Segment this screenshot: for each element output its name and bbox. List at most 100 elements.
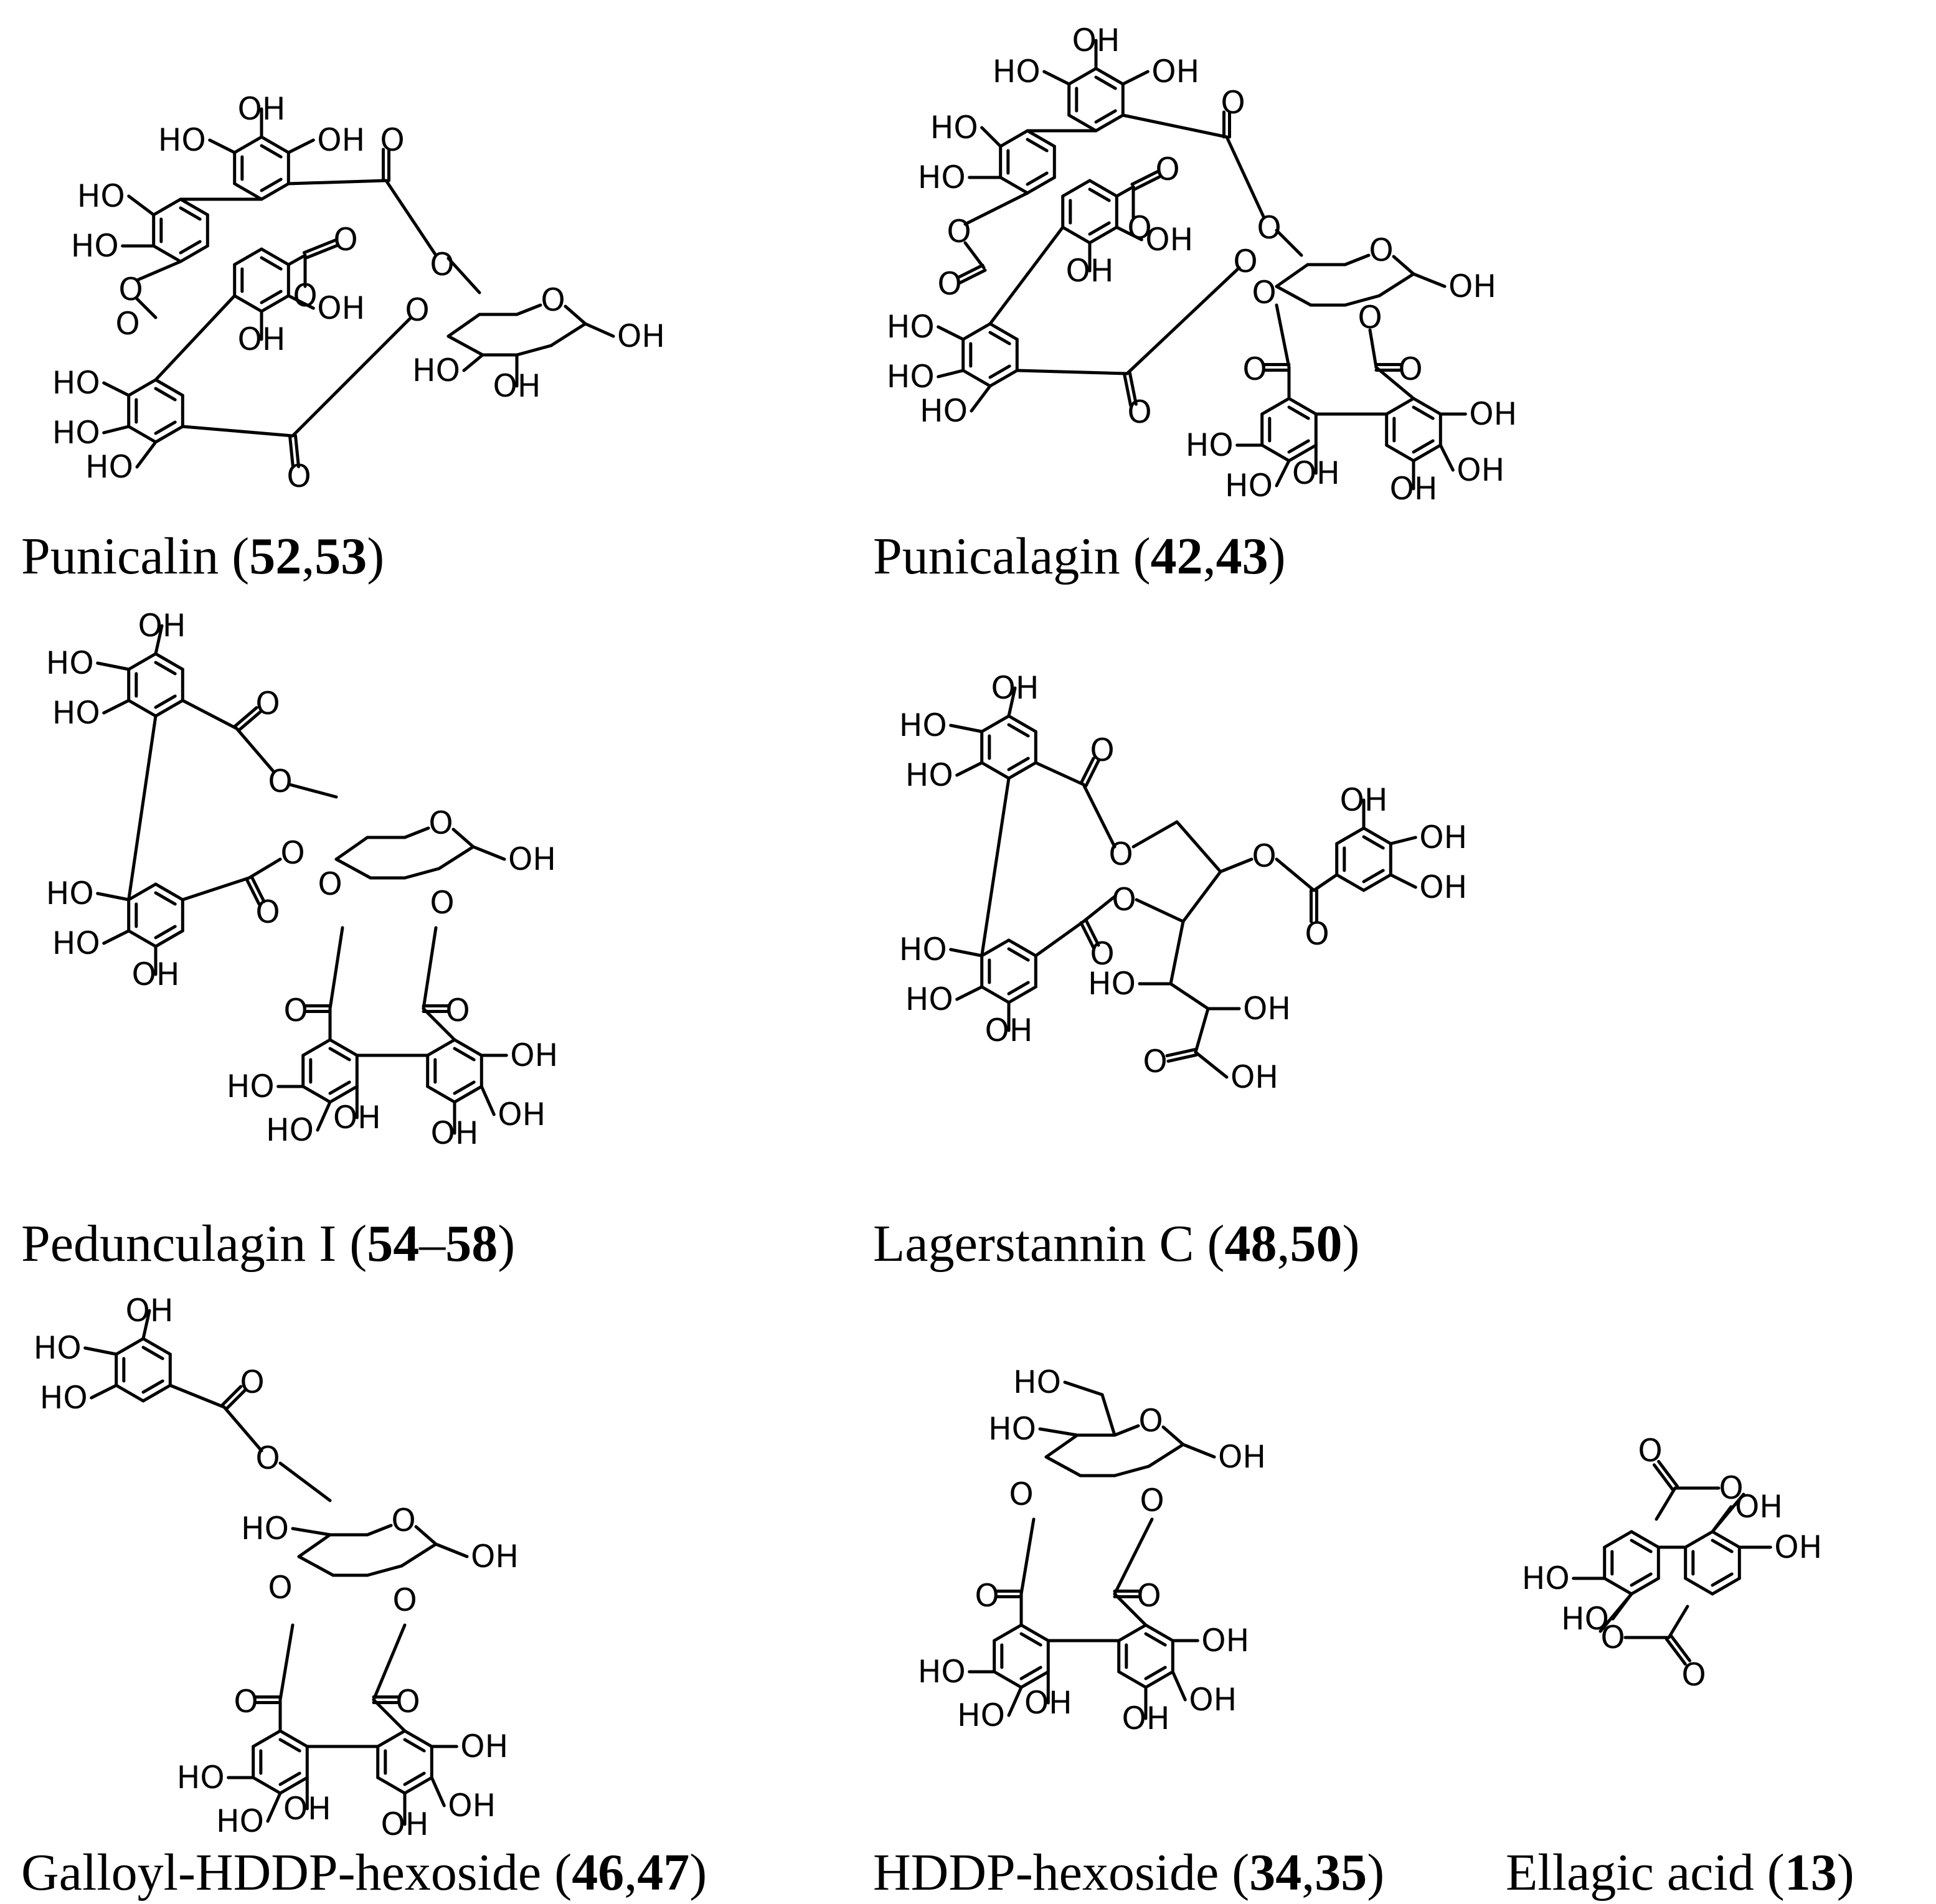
bond <box>446 313 481 338</box>
atom-label: O <box>1242 351 1267 387</box>
atom-label: HO <box>905 757 953 793</box>
atom-label: HO <box>227 1068 275 1105</box>
bond <box>403 867 441 880</box>
bond <box>278 1461 332 1502</box>
bond <box>154 882 184 902</box>
atom-label: OH <box>132 956 180 992</box>
bond <box>479 1085 496 1116</box>
atom-label: OH <box>1230 1059 1278 1095</box>
bond <box>291 316 413 438</box>
atom-label: OH <box>431 1115 479 1151</box>
bond <box>1034 761 1085 786</box>
bond <box>1015 369 1129 375</box>
bond <box>286 138 315 154</box>
bond <box>135 440 158 469</box>
ring-oxygen: O <box>1369 232 1393 268</box>
bond <box>993 1670 1023 1689</box>
atom-label: OH <box>317 290 365 326</box>
atom-label: OH <box>1735 1489 1783 1525</box>
atom-label: OH <box>1218 1439 1266 1475</box>
bond <box>1147 1443 1185 1468</box>
atom-label: O <box>1638 1433 1662 1469</box>
bond <box>564 304 587 326</box>
bond <box>102 425 131 435</box>
bond <box>1019 1670 1050 1689</box>
bond <box>1130 170 1159 186</box>
atom-label: OH <box>498 1096 545 1133</box>
bond <box>1135 898 1185 923</box>
atom-label: O <box>1681 1657 1706 1693</box>
bond <box>179 244 209 263</box>
bond <box>220 1385 243 1407</box>
bond <box>1667 1605 1689 1639</box>
bond <box>1094 113 1125 133</box>
bond <box>102 381 131 397</box>
bond <box>1019 1517 1036 1596</box>
bond <box>1034 920 1085 958</box>
atom-label: HO <box>918 1654 966 1690</box>
atom-label: HO <box>158 122 206 158</box>
bond <box>278 1738 301 1753</box>
bond <box>1630 1539 1653 1553</box>
bond <box>403 826 430 839</box>
bond <box>278 1729 309 1748</box>
bond <box>260 182 290 201</box>
atom-label: O <box>255 686 280 722</box>
ring-oxygen: O <box>541 282 565 318</box>
atom-label: HO <box>34 1330 82 1366</box>
bond <box>1385 397 1415 416</box>
atom-label: OH <box>1072 22 1120 59</box>
bond <box>1194 1050 1229 1079</box>
bond <box>250 875 266 903</box>
atom-label: HO <box>1088 966 1136 1002</box>
bond <box>96 892 131 902</box>
atom-label: HO <box>1013 1364 1061 1400</box>
bond <box>1094 109 1117 124</box>
atom-label: O <box>1155 151 1179 187</box>
atom-label: O <box>380 122 404 158</box>
atom-label: O <box>1252 275 1276 311</box>
bond <box>453 1085 483 1104</box>
atom-label: OH <box>508 841 556 877</box>
bond <box>1169 920 1185 986</box>
bond <box>1084 759 1100 788</box>
atom-label: OH <box>493 368 541 404</box>
bond <box>260 135 290 154</box>
caption-ellagic-acid: Ellagic acid (13) <box>1506 1844 1854 1902</box>
atom-label: O <box>268 1570 292 1606</box>
bond <box>286 294 315 310</box>
atom-label: HO <box>1225 468 1273 504</box>
bond <box>980 985 1011 1004</box>
bond <box>181 425 295 438</box>
bond <box>293 434 300 469</box>
bond <box>278 1623 295 1702</box>
bond <box>376 1776 407 1795</box>
bond <box>1412 443 1442 463</box>
bond <box>1019 1623 1050 1642</box>
atom-label: OH <box>1469 396 1517 432</box>
bond <box>1088 187 1111 202</box>
bond <box>430 1776 446 1807</box>
atom-label: OH <box>126 1293 174 1329</box>
bond <box>963 241 986 270</box>
bond <box>1044 1433 1079 1459</box>
bond <box>1711 1572 1734 1587</box>
bond <box>1377 272 1415 298</box>
bond <box>1007 686 1017 718</box>
bond <box>233 247 263 266</box>
atom-label: O <box>405 292 429 328</box>
bond <box>999 129 1029 148</box>
bond <box>1412 272 1447 288</box>
bond <box>1362 835 1385 850</box>
atom-label: HO <box>77 178 125 214</box>
atom-label: OH <box>471 1539 519 1575</box>
bond <box>1121 113 1229 139</box>
bond <box>970 384 992 413</box>
bond <box>127 714 158 902</box>
atom-label: HO <box>46 875 94 912</box>
bond <box>1312 873 1339 892</box>
bond <box>1194 1007 1210 1054</box>
bond <box>1084 918 1100 947</box>
bond <box>1026 138 1049 153</box>
